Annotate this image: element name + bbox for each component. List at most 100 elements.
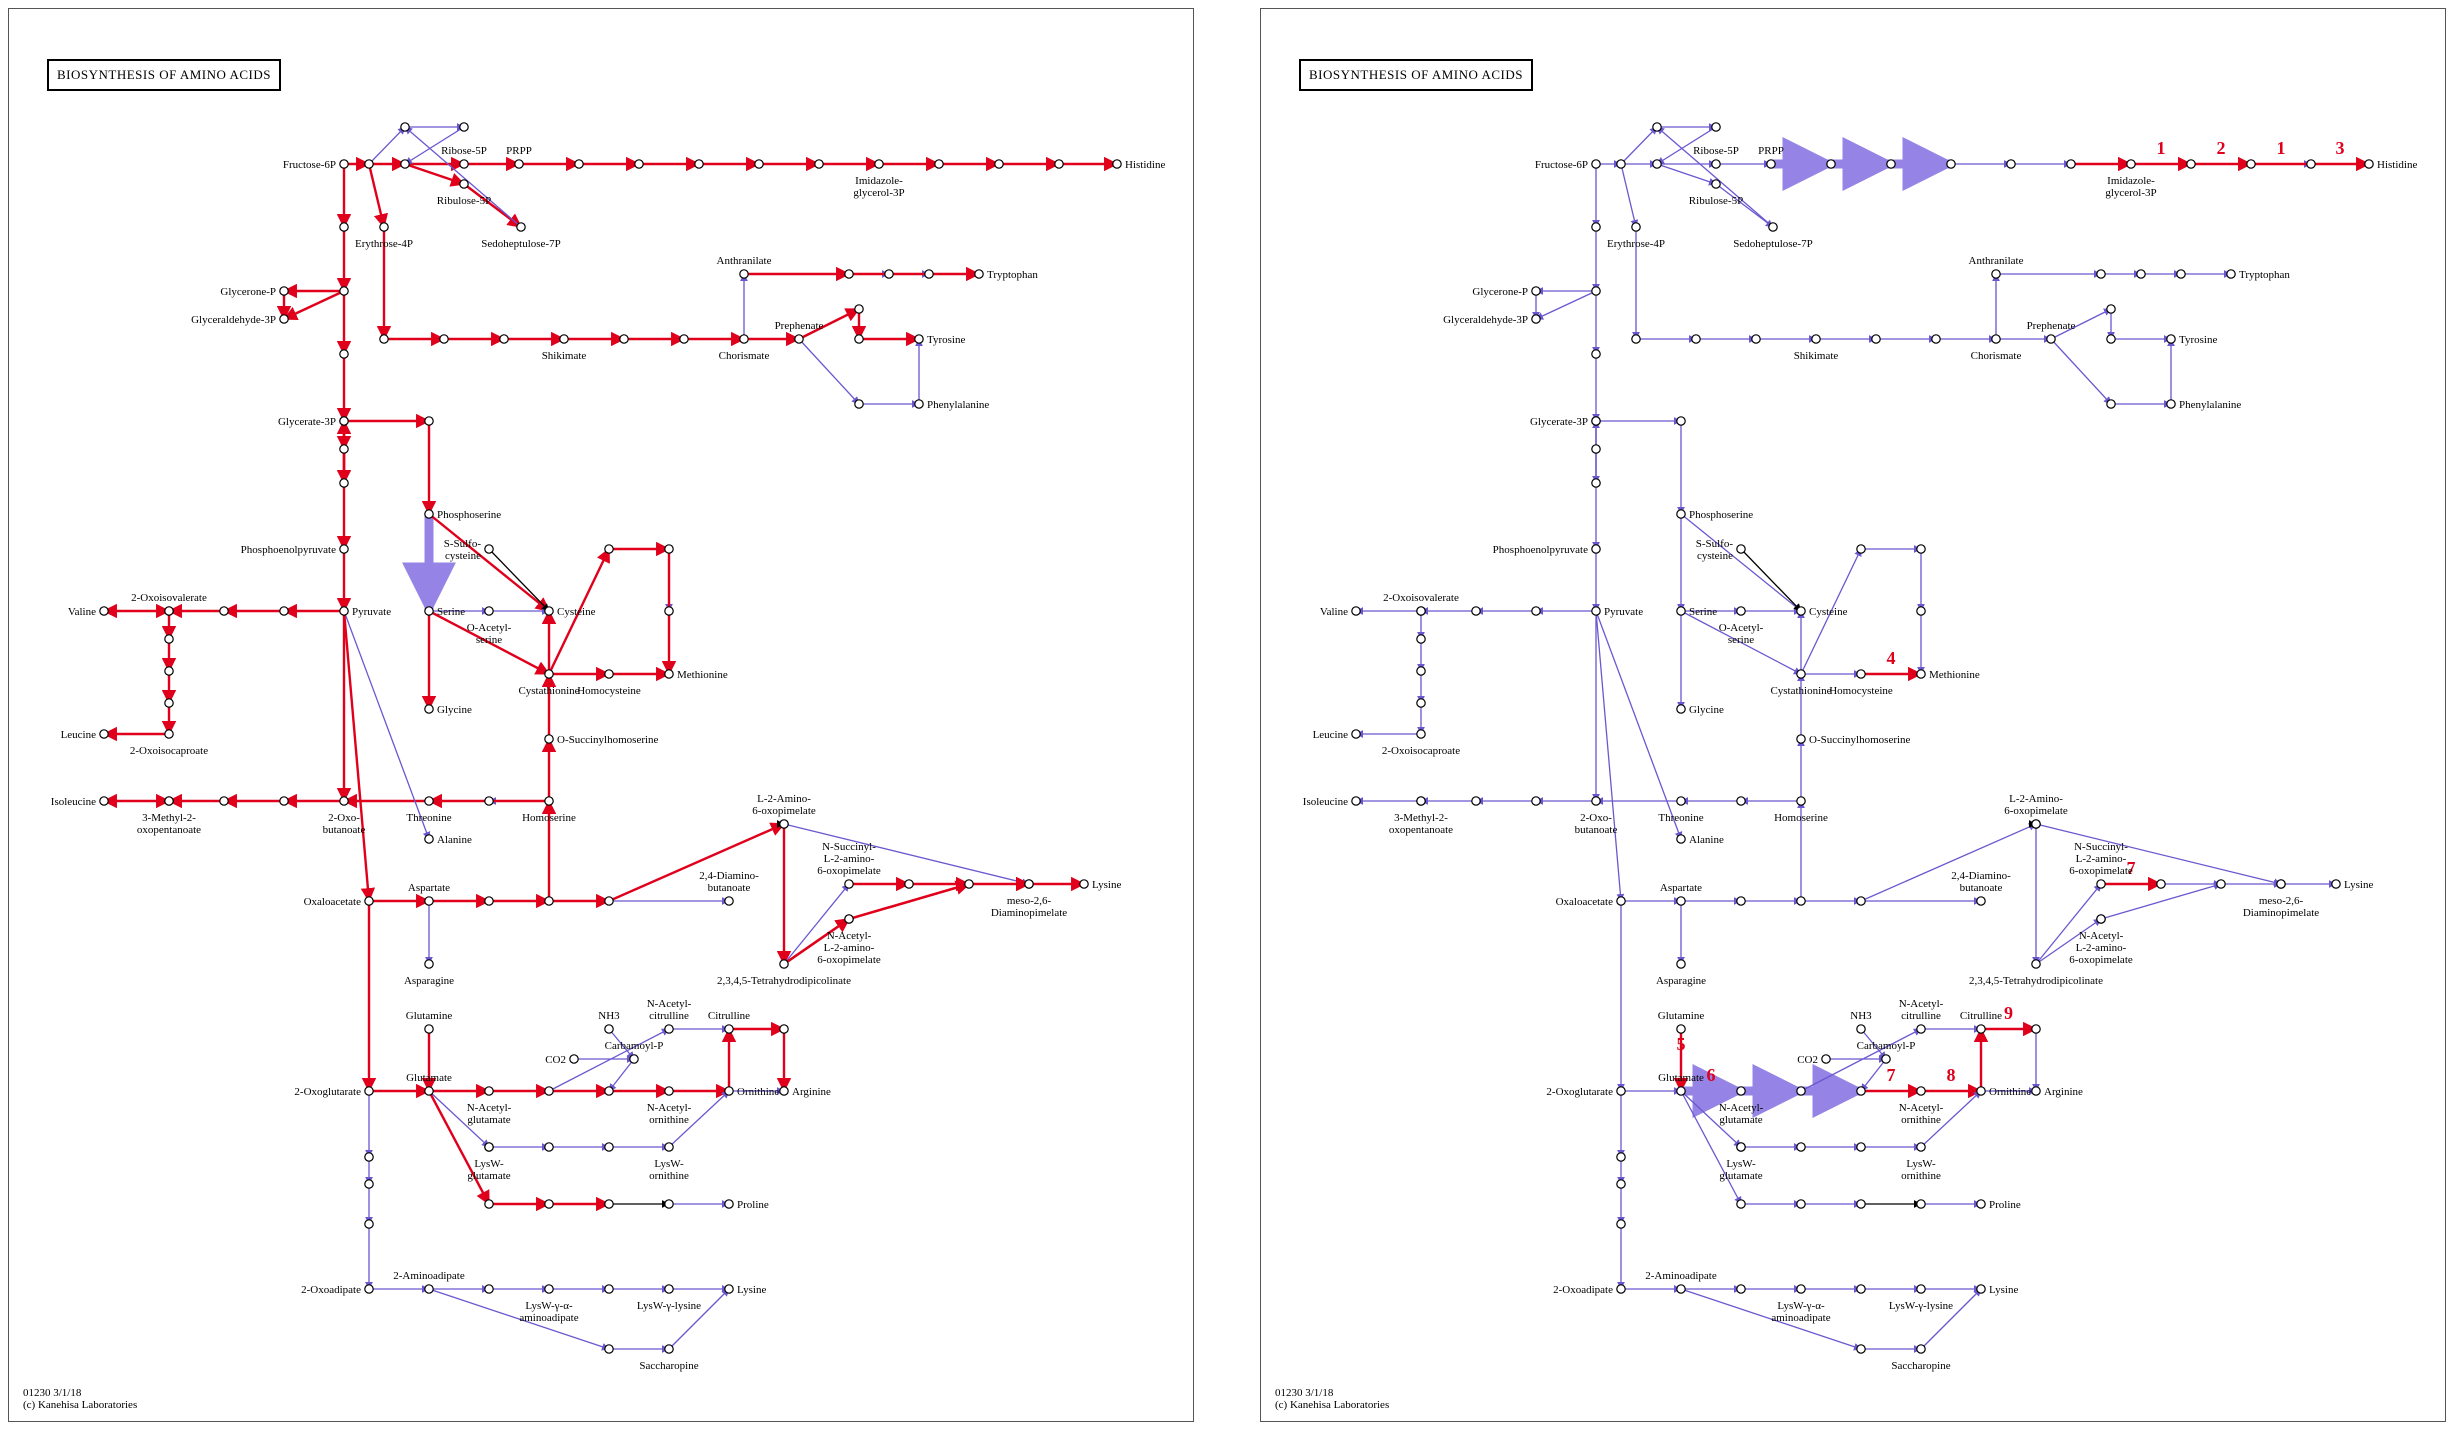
compound-label: Anthranilate <box>717 255 772 267</box>
reaction-edge <box>608 1028 635 1060</box>
compound-label: LysW-glutamate <box>1719 1158 1762 1182</box>
compound-node <box>1591 222 1601 232</box>
enzyme-number-label: 7 <box>2127 858 2136 878</box>
compound-label: Tyrosine <box>927 334 965 346</box>
compound-label: Ribulose-5P <box>437 195 491 207</box>
compound-node <box>1856 1142 1866 1152</box>
compound-label: Phosphoserine <box>437 509 501 521</box>
reaction-edge <box>1656 126 1717 165</box>
compound-node: 2,3,4,5-Tetrahydrodipicolinate <box>717 959 851 987</box>
compound-node: Glutamate <box>406 1072 452 1096</box>
reaction-edge <box>848 880 971 921</box>
compound-label: Citrulline <box>708 1010 750 1022</box>
compound-node: Phosphoserine <box>1676 509 1753 521</box>
compound-label: Glutamine <box>1658 1010 1705 1022</box>
reaction-edge <box>368 126 406 165</box>
compound-node <box>279 606 289 616</box>
compound-node: O-Acetyl-serine <box>1719 606 1764 646</box>
compound-label: Alanine <box>1689 834 1724 846</box>
compound-node: Erythrose-4P <box>1607 222 1665 250</box>
enzyme-number-label: 7 <box>1887 1065 1896 1085</box>
compound-node <box>679 334 689 344</box>
compound-node <box>219 606 229 616</box>
compound-label: 2-Oxoadipate <box>301 1284 361 1296</box>
compound-label: Tryptophan <box>987 269 1038 281</box>
compound-node <box>1736 1284 1746 1294</box>
compound-node: 2,4-Diamino-butanoate <box>699 870 759 906</box>
compound-label: Asparagine <box>404 975 454 987</box>
compound-node: Methionine <box>664 669 728 681</box>
compound-label: LysW-ornithine <box>649 1158 689 1182</box>
compound-node: 2-Oxoadipate <box>1553 1284 1626 1296</box>
compound-node: NH3 <box>598 1010 620 1034</box>
compound-label: 2-Oxoadipate <box>1553 1284 1613 1296</box>
compound-node: Phosphoenolpyruvate <box>1493 544 1601 556</box>
compound-node <box>339 478 349 488</box>
compound-node <box>1796 1199 1806 1209</box>
reaction-edge <box>404 126 522 228</box>
compound-node: Arginine <box>2031 1086 2083 1098</box>
compound-label: O-Succinylhomoserine <box>557 734 659 746</box>
copyright: (c) Kanehisa Laboratories <box>1275 1399 1390 1411</box>
compound-label: Glutamine <box>406 1010 453 1022</box>
compound-node <box>1691 334 1701 344</box>
compound-node <box>1416 698 1426 708</box>
compound-node <box>1856 1086 1866 1096</box>
compound-label: Aspartate <box>1660 882 1702 894</box>
compound-node: Ornithine <box>1976 1086 2031 1098</box>
compound-node: Glyceraldehyde-3P <box>191 314 289 326</box>
compound-label: meso-2,6-Diaminopimelate <box>991 895 1067 919</box>
compound-node <box>2106 399 2116 409</box>
compound-label: LysW-γ-lysine <box>1889 1300 1953 1312</box>
compound-node: Histidine <box>1112 159 1165 171</box>
compound-label: Chorismate <box>719 350 770 362</box>
compound-node <box>164 666 174 676</box>
reaction-edge <box>404 126 465 165</box>
compound-node <box>754 159 764 169</box>
compound-label: 2-Oxoisovalerate <box>1383 592 1459 604</box>
enzyme-number-label: 4 <box>1887 648 1896 668</box>
compound-node <box>1416 634 1426 644</box>
compound-node <box>664 544 674 554</box>
compound-label: Ribulose-5P <box>1689 195 1743 207</box>
compound-node <box>694 159 704 169</box>
compound-label: Ribose-5P <box>1693 145 1739 157</box>
reaction-edge <box>548 1028 670 1092</box>
compound-node: Oxaloacetate <box>304 896 374 908</box>
compound-label: Citrulline <box>1960 1010 2002 1022</box>
compound-node: Fructose-6P <box>1535 159 1601 171</box>
compound-label: N-Succinyl-L-2-amino-6-oxopimelate <box>2069 841 2133 877</box>
compound-node <box>604 1199 614 1209</box>
compound-node: LysW-γ-α-aminoadipate <box>519 1284 579 1324</box>
compound-label: PRPP <box>1758 145 1784 157</box>
map-footer: 01230 3/1/18 (c) Kanehisa Laboratories <box>1275 1387 1389 1411</box>
compound-label: N-Acetyl-L-2-amino-6-oxopimelate <box>817 930 881 966</box>
enzyme-number-label: 1 <box>2277 138 2286 158</box>
compound-label: Cysteine <box>1809 606 1848 618</box>
compound-label: Glycerate-3P <box>278 416 336 428</box>
compound-label: 3-Methyl-2-oxopentanoate <box>137 812 201 836</box>
compound-node: Ornithine <box>724 1086 779 1098</box>
compound-label: 2-Oxoisocaproate <box>130 745 208 757</box>
compound-label: Aspartate <box>408 882 450 894</box>
compound-label: LysW-glutamate <box>467 1158 510 1182</box>
compound-node <box>2066 159 2076 169</box>
compound-node <box>904 879 914 889</box>
compound-label: Arginine <box>2044 1086 2083 1098</box>
reaction-edge <box>463 183 523 228</box>
compound-node: Alanine <box>1676 834 1724 846</box>
reaction-edge <box>1860 823 2037 902</box>
compound-node: Threonine <box>406 796 452 824</box>
compound-node: Homocysteine <box>577 669 641 697</box>
compound-node: Erythrose-4P <box>355 222 413 250</box>
compound-label: Valine <box>68 606 96 618</box>
compound-label: Anthranilate <box>1969 255 2024 267</box>
reaction-edge <box>1680 1090 1742 1148</box>
compound-node: Imidazole-glycerol-3P <box>2105 159 2157 199</box>
compound-node <box>2006 159 2016 169</box>
compound-node: Histidine <box>2364 159 2417 171</box>
compound-node: O-Succinylhomoserine <box>544 734 659 746</box>
compound-node <box>1856 1199 1866 1209</box>
compound-node <box>364 1152 374 1162</box>
